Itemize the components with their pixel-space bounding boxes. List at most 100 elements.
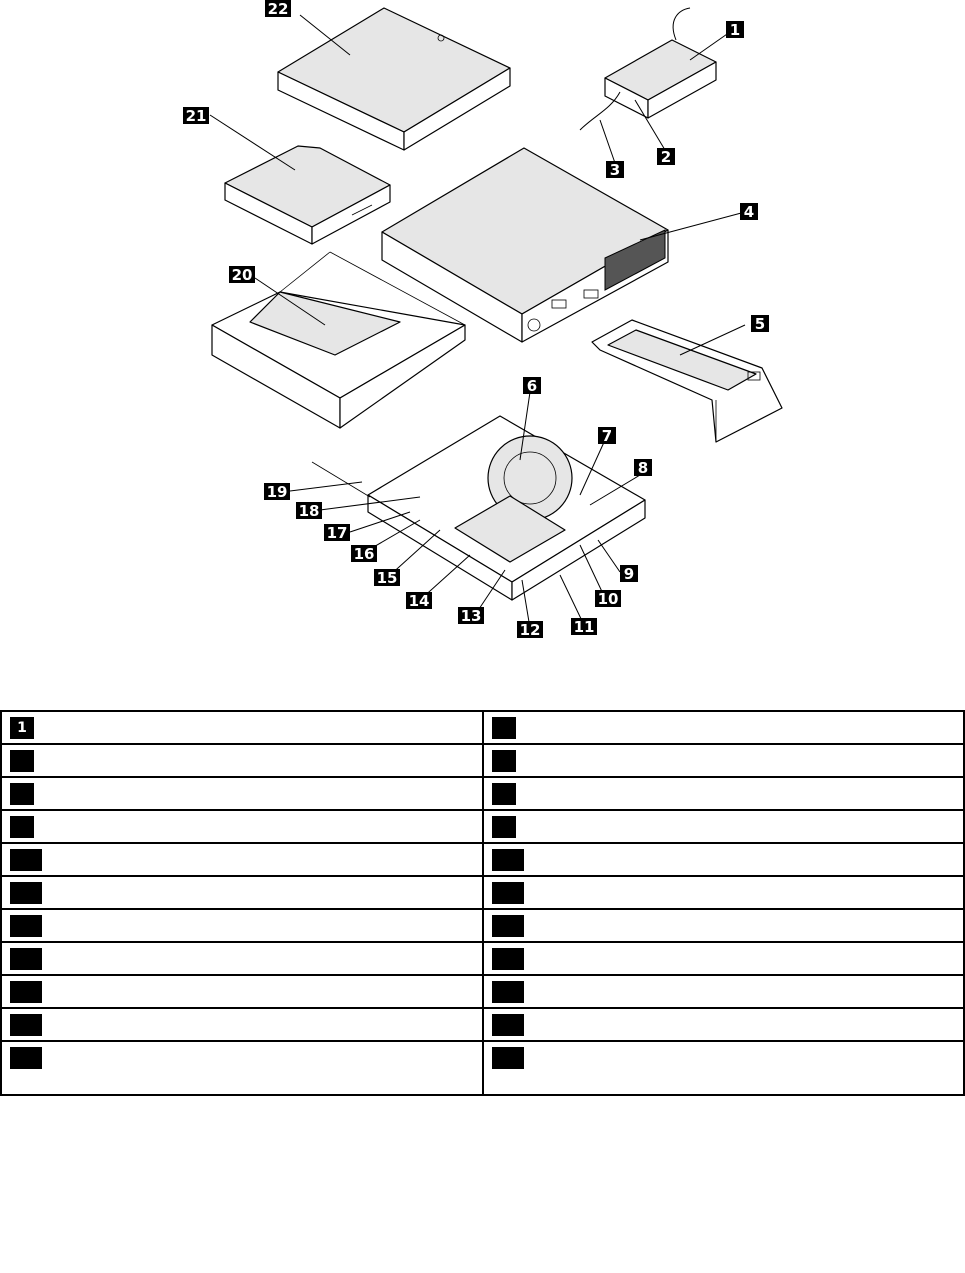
parts-cell-right <box>481 710 965 745</box>
parts-cell-left <box>0 974 484 1009</box>
part-4-computer-cover <box>381 147 669 343</box>
item-number-badge: 1 <box>10 716 34 739</box>
parts-row <box>0 974 965 1009</box>
parts-cell-left <box>0 1007 484 1042</box>
item-number-badge <box>10 1013 42 1036</box>
parts-cell-right <box>481 974 965 1009</box>
parts-cell-left <box>0 875 484 910</box>
parts-cell-left <box>0 941 484 976</box>
svg-text:10: 10 <box>598 590 619 608</box>
parts-cell-left: 1 <box>0 710 484 745</box>
item-number-badge <box>10 914 42 937</box>
svg-text:4: 4 <box>744 203 754 221</box>
part-22-drive-enclosure <box>277 7 511 151</box>
svg-text:21: 21 <box>186 107 207 125</box>
parts-row <box>0 1007 965 1042</box>
item-number-badge <box>491 716 516 739</box>
svg-text:13: 13 <box>461 607 482 625</box>
part-1-power-adapter <box>579 7 717 131</box>
svg-text:22: 22 <box>268 0 289 18</box>
callout-2: 2 <box>657 148 675 166</box>
callout-16: 16 <box>351 545 377 563</box>
callout-19: 19 <box>264 483 290 501</box>
svg-text:3: 3 <box>610 161 620 179</box>
parts-cell-right <box>481 776 965 811</box>
item-number-badge <box>491 749 516 772</box>
callout-13: 13 <box>458 607 484 625</box>
svg-text:1: 1 <box>730 21 740 39</box>
callout-18: 18 <box>296 502 322 520</box>
callout-20: 20 <box>229 266 255 284</box>
item-number-badge <box>491 914 524 937</box>
parts-cell-right <box>481 1040 965 1096</box>
svg-text:2: 2 <box>661 148 671 166</box>
parts-cell-left <box>0 809 484 844</box>
callout-6: 6 <box>523 377 541 395</box>
parts-row <box>0 842 965 877</box>
svg-text:9: 9 <box>624 565 634 583</box>
callout-14: 14 <box>406 592 432 610</box>
parts-cell-right <box>481 908 965 943</box>
parts-cell-left <box>0 908 484 943</box>
callout-5: 5 <box>751 315 769 333</box>
callout-1: 1 <box>726 21 744 39</box>
item-number-badge <box>491 1013 524 1036</box>
callout-15: 15 <box>374 569 400 587</box>
exploded-parts-diagram: 1 2 3 4 5 6 7 8 9 10 11 12 13 14 15 16 1… <box>183 0 783 639</box>
callout-17: 17 <box>324 524 350 542</box>
parts-row <box>0 875 965 910</box>
parts-cell-left <box>0 743 484 778</box>
part-chassis-internals <box>311 415 646 601</box>
item-number-badge <box>491 782 516 805</box>
svg-text:6: 6 <box>527 377 537 395</box>
parts-cell-right <box>481 941 965 976</box>
parts-cell-right <box>481 743 965 778</box>
item-number-badge <box>491 881 524 904</box>
svg-text:5: 5 <box>755 315 765 333</box>
item-number-badge <box>491 815 516 838</box>
item-number-badge <box>10 848 42 871</box>
parts-row: 1 <box>0 710 965 745</box>
parts-cell-left <box>0 776 484 811</box>
parts-cell-right <box>481 842 965 877</box>
parts-row <box>0 941 965 976</box>
svg-text:14: 14 <box>409 592 430 610</box>
callout-7: 7 <box>598 427 616 445</box>
callout-4: 4 <box>740 203 758 221</box>
item-number-badge <box>10 782 34 805</box>
item-number-badge <box>10 749 34 772</box>
part-5-vertical-stand <box>591 319 783 443</box>
callout-21: 21 <box>183 107 209 125</box>
svg-text:18: 18 <box>299 502 320 520</box>
callout-10: 10 <box>595 590 621 608</box>
parts-cell-left <box>0 842 484 877</box>
part-20-bracket <box>211 251 466 429</box>
callout-11: 11 <box>571 618 597 636</box>
svg-text:20: 20 <box>232 266 253 284</box>
callout-badges: 1 2 3 4 5 6 7 8 9 10 11 12 13 14 15 16 1… <box>183 0 769 639</box>
parts-row <box>0 776 965 811</box>
parts-row <box>0 908 965 943</box>
item-number-badge <box>10 815 34 838</box>
item-number-badge <box>10 980 42 1003</box>
svg-text:19: 19 <box>267 483 288 501</box>
parts-cell-right <box>481 1007 965 1042</box>
svg-text:8: 8 <box>638 459 648 477</box>
callout-12: 12 <box>517 621 543 639</box>
item-number-badge <box>491 947 524 970</box>
item-number-badge <box>10 881 42 904</box>
parts-row <box>0 1040 965 1096</box>
callout-9: 9 <box>620 565 638 583</box>
parts-list-table: 1 <box>0 710 965 1096</box>
parts-list-body: 1 <box>0 710 965 1096</box>
callout-22: 22 <box>265 0 291 18</box>
item-number-badge <box>10 947 42 970</box>
svg-text:16: 16 <box>354 545 375 563</box>
svg-text:12: 12 <box>520 621 541 639</box>
svg-text:11: 11 <box>574 618 595 636</box>
part-21-optical-drive <box>224 145 391 245</box>
parts-cell-right <box>481 809 965 844</box>
parts-row <box>0 809 965 844</box>
item-number-badge <box>491 848 524 871</box>
svg-text:7: 7 <box>602 427 612 445</box>
